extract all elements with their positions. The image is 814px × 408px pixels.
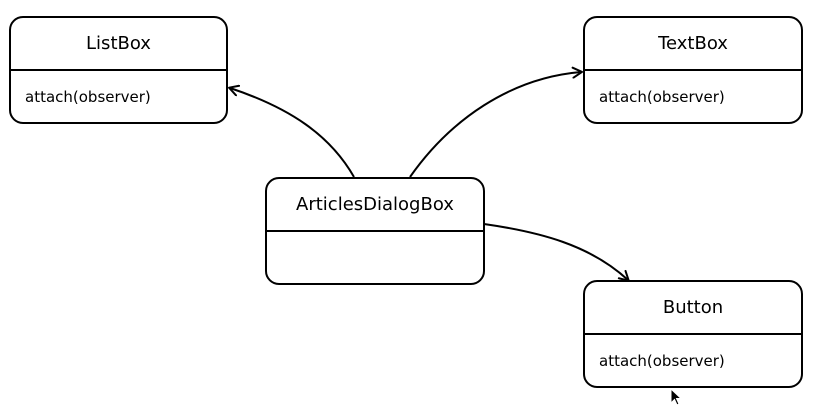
edge-articles-to-listbox bbox=[228, 84, 355, 178]
node-button-method: attach(observer) bbox=[599, 351, 725, 370]
node-button[interactable]: Button attach(observer) bbox=[583, 280, 803, 388]
node-button-title: Button bbox=[585, 282, 801, 335]
node-articles-dialog-box[interactable]: ArticlesDialogBox bbox=[265, 177, 485, 285]
node-articles-method bbox=[267, 232, 483, 283]
mouse-pointer-icon bbox=[670, 388, 683, 406]
node-listbox-title: ListBox bbox=[11, 18, 226, 71]
node-textbox-title: TextBox bbox=[585, 18, 801, 71]
edge-articles-to-textbox bbox=[409, 66, 583, 178]
node-listbox-method: attach(observer) bbox=[25, 87, 151, 106]
edge-articles-to-button bbox=[483, 223, 630, 282]
node-textbox-method: attach(observer) bbox=[599, 87, 725, 106]
node-textbox[interactable]: TextBox attach(observer) bbox=[583, 16, 803, 124]
node-articles-title: ArticlesDialogBox bbox=[267, 179, 483, 232]
node-listbox[interactable]: ListBox attach(observer) bbox=[9, 16, 228, 124]
